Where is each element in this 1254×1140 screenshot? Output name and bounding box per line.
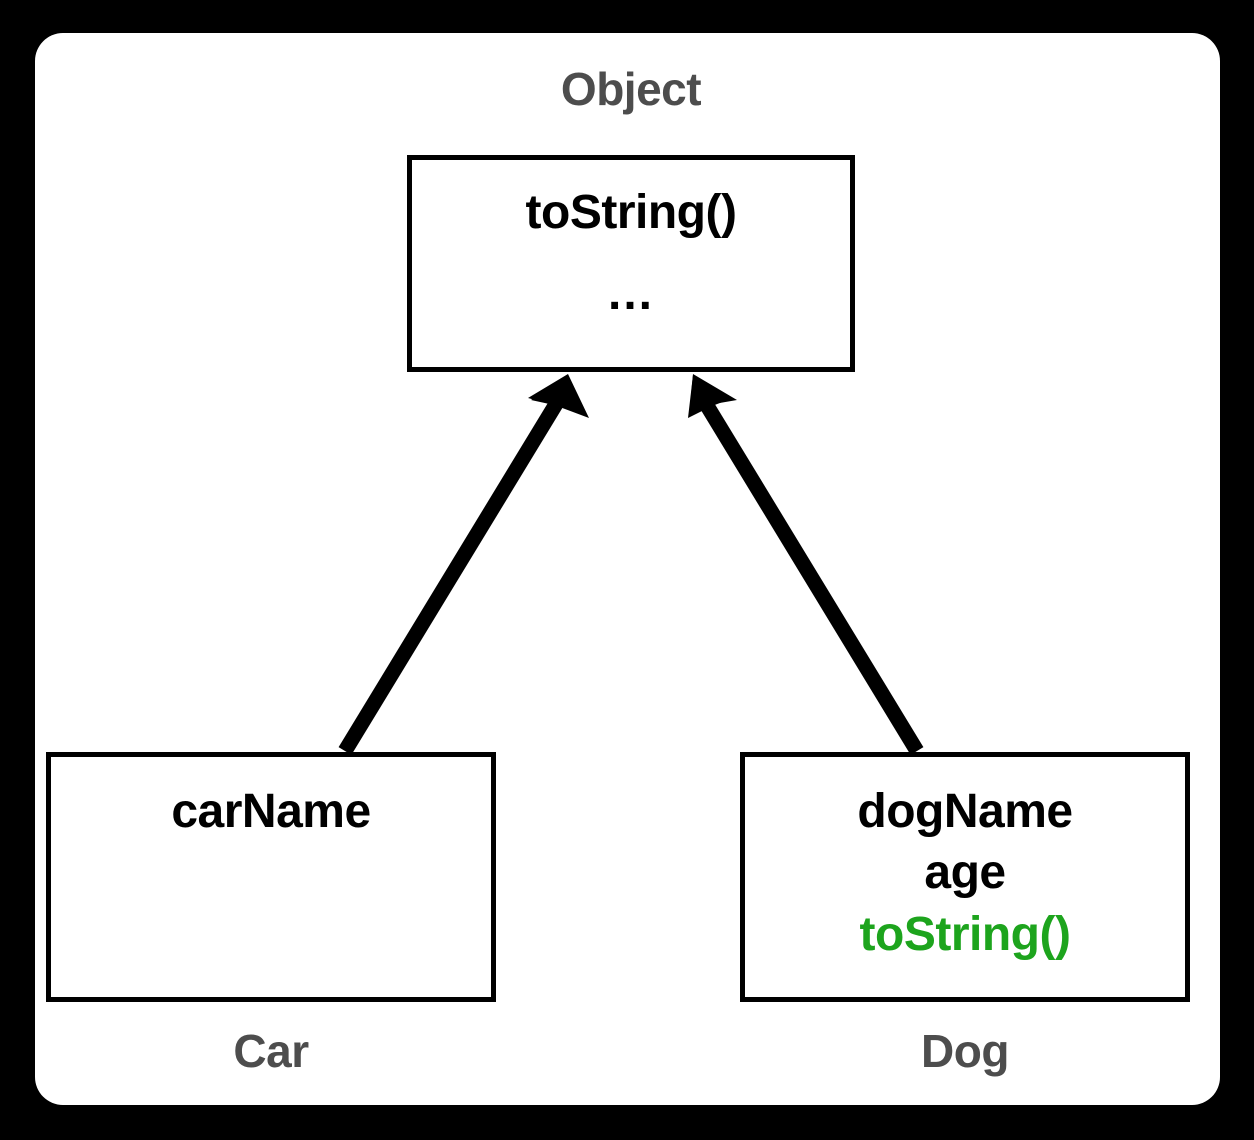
member-dog-age: age [924,846,1006,900]
class-box-object[interactable]: toString() ... [407,155,855,372]
class-box-dog[interactable]: dogName age toString() [740,752,1190,1002]
member-object-ellipsis: ... [607,267,654,321]
member-dog-tostring-override: toString() [859,907,1071,961]
member-object-tostring: toString() [525,186,737,239]
class-caption-object: Object [560,63,702,115]
class-caption-dog: Dog [921,1025,1009,1077]
member-car-carname: carName [171,785,371,838]
member-dog-dogname: dogName [857,785,1073,838]
class-caption-car: Car [233,1025,309,1077]
class-box-car[interactable]: carName [46,752,496,1002]
